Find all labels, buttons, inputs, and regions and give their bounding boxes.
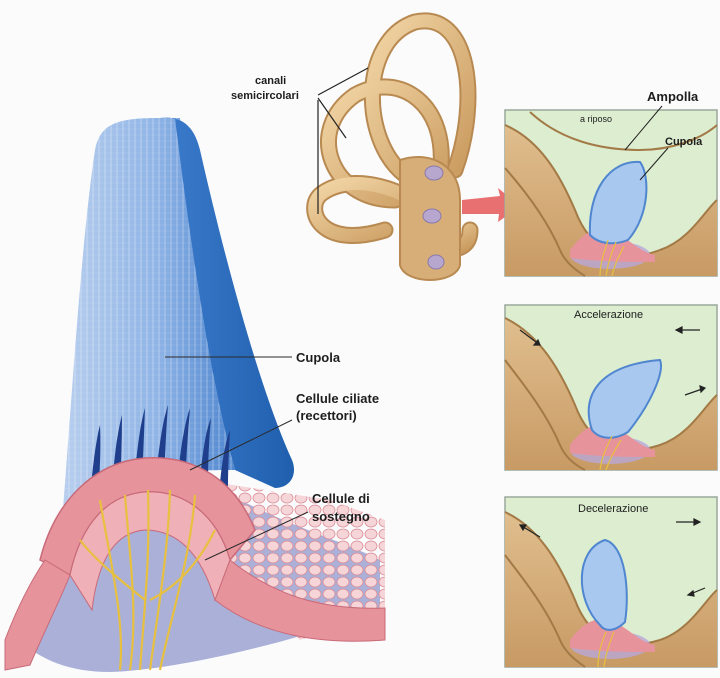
ampulla-2 [423, 209, 441, 223]
canals-label-line1: canali [255, 75, 286, 87]
ampulla-1 [425, 166, 443, 180]
supporting-cells-label-line1: Cellule di [312, 491, 370, 506]
ampulla-3 [428, 255, 444, 269]
supporting-cells-label-line2: sostegno [312, 509, 370, 524]
panel-deceleration: Decelerazione [505, 497, 717, 667]
panel-acceleration-label: Accelerazione [574, 309, 643, 321]
panel-rest-state-label: a riposo [580, 114, 612, 124]
panel-rest: a riposo Ampolla Cupola [505, 89, 717, 276]
hair-cells-label-line2: (recettori) [296, 408, 357, 423]
panel-acceleration: Accelerazione [505, 305, 717, 470]
hair-cells-label-line1: Cellule ciliate [296, 391, 379, 406]
canals-label-line2: semicircolari [231, 90, 299, 102]
semicircular-canals [315, 21, 470, 280]
cupola-label: Cupola [296, 350, 341, 365]
panel-rest-cupola-label: Cupola [665, 136, 703, 148]
panel-rest-ampolla-label: Ampolla [647, 89, 699, 104]
panel-deceleration-label: Decelerazione [578, 503, 648, 515]
